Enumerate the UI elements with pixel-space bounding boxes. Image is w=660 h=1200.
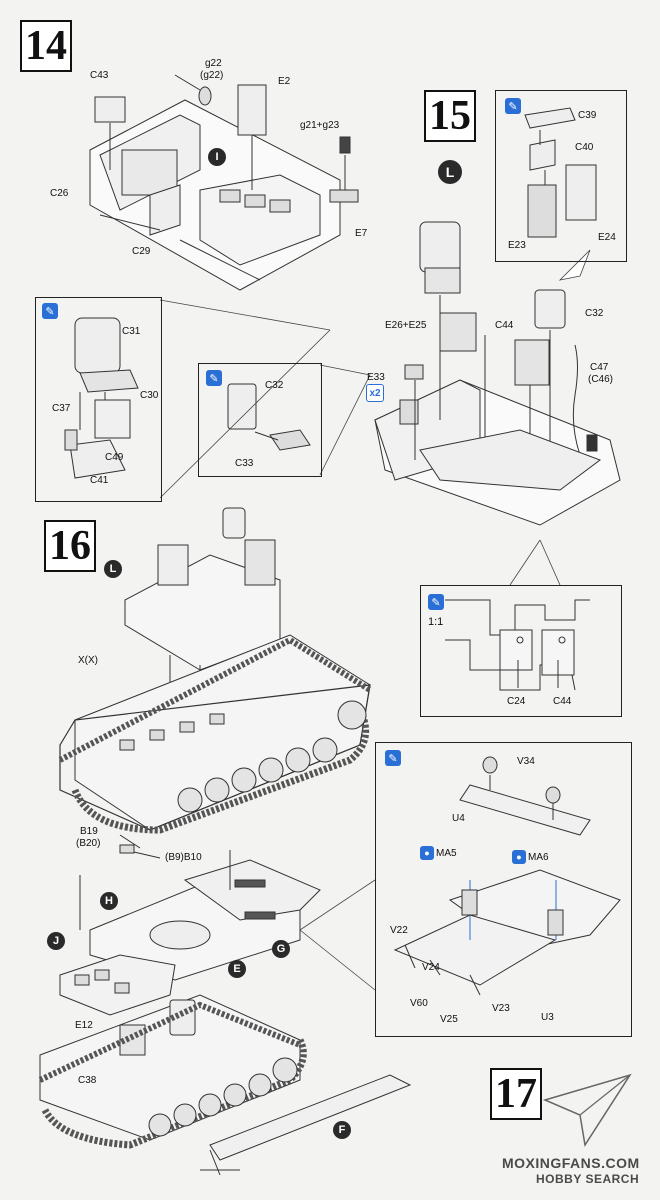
- callout-lines: [159, 249, 591, 991]
- step-number-16: 16: [44, 520, 96, 572]
- watermark-hobbysearch: HOBBY SEARCH: [536, 1172, 640, 1186]
- marker-j: J: [47, 932, 65, 950]
- marker-g: G: [272, 940, 290, 958]
- rear-detail-box: [375, 742, 632, 1037]
- step-number-15: 15: [424, 90, 476, 142]
- step-number-14: 14: [20, 20, 72, 72]
- marker-i: I: [208, 148, 226, 166]
- label-e33: E33: [367, 372, 385, 383]
- label-v24: V24: [422, 962, 440, 973]
- glue-icon: ✎: [42, 303, 58, 319]
- step15-inset-box: [495, 90, 627, 262]
- paper-plane-logo: [542, 1073, 632, 1148]
- label-c24: C24: [507, 696, 526, 707]
- label-c39: C39: [578, 110, 597, 121]
- paint-drop-icon: ●: [420, 846, 434, 860]
- label-g21-g23: g21+g23: [300, 120, 340, 131]
- label-e2: E2: [278, 76, 291, 87]
- rear-detail-drawing: [393, 756, 621, 996]
- scale-detail-box: [420, 585, 622, 717]
- label-v34: V34: [517, 756, 535, 767]
- quantity-x2-badge: x2: [366, 384, 384, 402]
- marker-f: F: [333, 1121, 351, 1139]
- label-c33: C33: [235, 458, 254, 469]
- step15-interior-drawing: [374, 221, 621, 526]
- glue-icon: ✎: [206, 370, 222, 386]
- label-c37: C37: [52, 403, 71, 414]
- label-ma6: MA6: [528, 851, 549, 863]
- label-e24: E24: [598, 232, 616, 243]
- label-g22-alt: (g22): [200, 70, 224, 81]
- marker-l-step16: L: [104, 560, 122, 578]
- scale-detail-drawing: [445, 599, 590, 691]
- c32-c33-detail-drawing: [227, 383, 311, 451]
- label-c44-detail: C44: [553, 696, 572, 707]
- label-c26: C26: [50, 188, 69, 199]
- label-ma5: MA5: [436, 847, 457, 859]
- step14-interior-drawing: [89, 74, 359, 291]
- step15-inset-drawing: [524, 107, 597, 238]
- label-v25: V25: [440, 1014, 458, 1025]
- label-v23: V23: [492, 1003, 510, 1014]
- label-c30: C30: [140, 390, 159, 401]
- label-c31: C31: [122, 326, 141, 337]
- label-c29: C29: [132, 246, 151, 257]
- label-e23: E23: [508, 240, 526, 251]
- step-number-17: 17: [490, 1068, 542, 1120]
- label-e7: E7: [355, 228, 368, 239]
- label-v22: V22: [390, 925, 408, 936]
- glue-icon: ✎: [385, 750, 401, 766]
- watermark-moxingfans: MOXINGFANS.COM: [502, 1155, 640, 1171]
- label-u4: U4: [452, 813, 465, 824]
- label-c40: C40: [575, 142, 594, 153]
- paint-drop-icon: ●: [512, 850, 526, 864]
- marker-h: H: [100, 892, 118, 910]
- label-c41: C41: [90, 475, 109, 486]
- label-c32-step15: C32: [585, 308, 604, 319]
- label-b20: (B20): [76, 838, 101, 849]
- label-xx: X(X): [78, 655, 98, 666]
- label-e12: E12: [75, 1020, 93, 1031]
- seat-detail-drawing: [64, 317, 139, 479]
- marker-e: E: [228, 960, 246, 978]
- label-c38: C38: [78, 1075, 97, 1086]
- label-c43: C43: [90, 70, 109, 81]
- glue-icon: ✎: [505, 98, 521, 114]
- b19-part-drawing: [119, 834, 161, 859]
- label-c46: (C46): [588, 374, 614, 385]
- label-c49: C49: [105, 452, 124, 463]
- step16-chassis-drawing: [58, 634, 372, 834]
- ma5-label-group: ● MA5: [420, 846, 457, 860]
- c32-c33-detail-box: [198, 363, 322, 477]
- step16-lower-drawing: [38, 850, 412, 1176]
- marker-l-step15: L: [438, 160, 462, 184]
- seat-detail-box: [35, 297, 162, 502]
- label-c44-step15: C44: [495, 320, 514, 331]
- step16-compartment-drawing: [124, 507, 281, 735]
- label-u3: U3: [541, 1012, 554, 1023]
- ma6-label-group: ● MA6: [512, 850, 549, 864]
- label-c32-detail: C32: [265, 380, 284, 391]
- label-g22: g22: [205, 58, 222, 69]
- scale-label: 1:1: [428, 616, 444, 628]
- label-e26-e25: E26+E25: [385, 320, 427, 331]
- label-v60: V60: [410, 998, 428, 1009]
- glue-icon: ✎: [428, 594, 444, 610]
- label-c47: C47: [590, 362, 609, 373]
- label-b19: B19: [80, 826, 98, 837]
- label-b9-b10: (B9)B10: [165, 852, 202, 863]
